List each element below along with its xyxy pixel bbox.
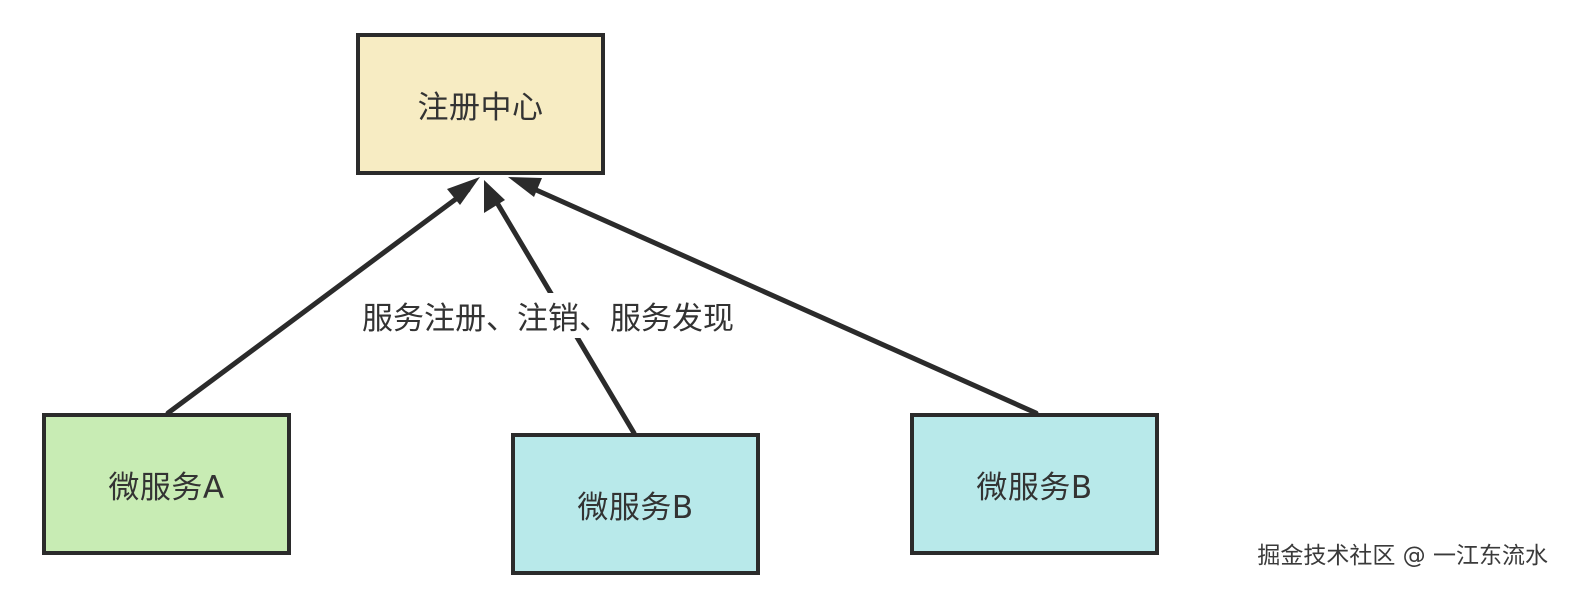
microservice-b-right-node[interactable]: 微服务B [910, 413, 1159, 555]
edge-service-a-to-registry [165, 187, 471, 416]
microservice-a-node[interactable]: 微服务A [42, 413, 291, 555]
arrowhead-service-b-middle [484, 180, 505, 213]
edge-label: 服务注册、注销、服务发现 [360, 293, 736, 338]
microservice-b-middle-node[interactable]: 微服务B [511, 433, 760, 575]
microservice-a-label: 微服务A [108, 469, 225, 506]
watermark: 掘金技术社区 @ 一江东流水 [1257, 543, 1548, 569]
registry-center-node[interactable]: 注册中心 [356, 33, 605, 175]
microservice-b-middle-label: 微服务B [577, 489, 694, 526]
microservice-b-right-label: 微服务B [976, 469, 1093, 506]
edge-service-b-right-to-registry [522, 182, 1039, 416]
registry-center-label: 注册中心 [417, 89, 544, 126]
arrowhead-service-a [447, 177, 480, 205]
arrowhead-service-b-right [508, 177, 542, 197]
